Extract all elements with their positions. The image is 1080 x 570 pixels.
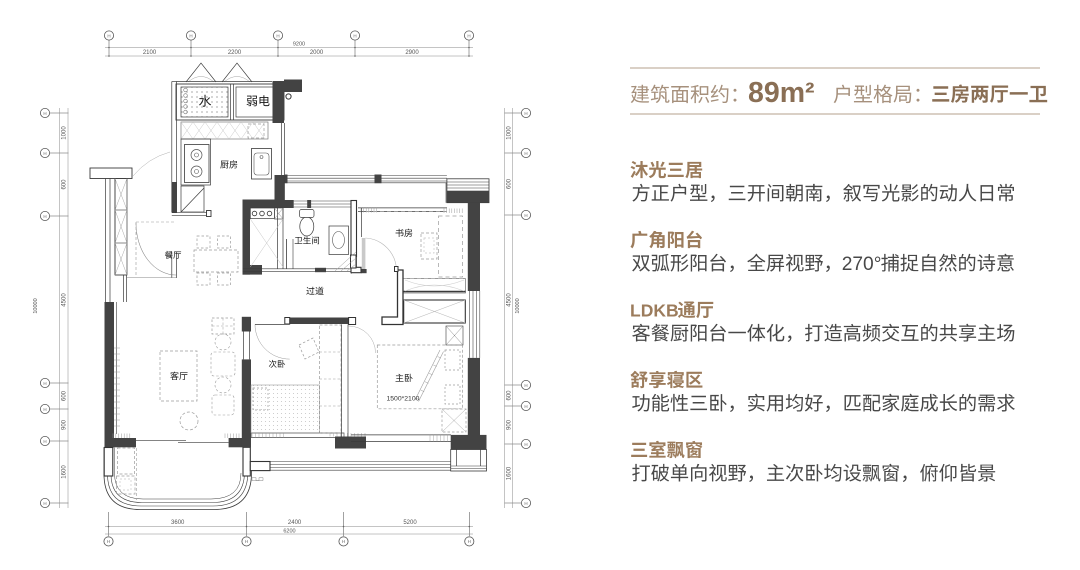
svg-text:H: H [524,111,527,116]
svg-text:900: 900 [62,419,68,430]
svg-text:9200: 9200 [293,42,305,48]
svg-text:H: H [189,33,192,38]
svg-text:H: H [468,539,471,544]
svg-text:H: H [342,539,345,544]
svg-text:H: H [245,539,248,544]
svg-text:89m²: 89m² [748,77,815,109]
svg-text:10000: 10000 [515,298,521,313]
svg-text:H: H [524,151,527,156]
svg-text:900: 900 [507,419,513,430]
svg-text:H: H [43,501,46,506]
svg-text:1000: 1000 [507,126,513,140]
svg-text:4500: 4500 [62,293,68,307]
svg-text:4500: 4500 [507,293,513,307]
svg-text:1500*2100: 1500*2100 [387,396,420,403]
svg-text:H: H [107,539,110,544]
svg-text:2900: 2900 [405,50,419,56]
svg-text:H: H [43,381,46,386]
svg-text:H: H [524,404,527,409]
svg-text:H: H [467,33,470,38]
svg-text:600: 600 [507,390,513,401]
svg-text:2400: 2400 [288,520,302,526]
svg-text:H: H [524,501,527,506]
svg-text:600: 600 [62,390,68,401]
svg-text:270°: 270° [842,254,882,275]
svg-text:600: 600 [62,179,68,190]
svg-text:H: H [43,151,46,156]
svg-text:H: H [353,33,356,38]
svg-text:LDKB: LDKB [630,301,679,321]
svg-text:2000: 2000 [310,50,324,56]
svg-text:H: H [524,442,527,447]
svg-text:10000: 10000 [33,298,39,313]
svg-text:600: 600 [507,178,513,189]
svg-text:H: H [524,383,527,388]
svg-text:H: H [107,33,110,38]
svg-text:H: H [276,33,279,38]
svg-text:1600: 1600 [62,465,68,479]
svg-text:H: H [43,407,46,412]
svg-text:H: H [43,214,46,219]
svg-text:6200: 6200 [283,529,295,535]
svg-text:H: H [43,111,46,116]
svg-text:1600: 1600 [507,466,513,480]
svg-text:5200: 5200 [403,520,417,526]
svg-text:H: H [43,439,46,444]
svg-text:1000: 1000 [62,126,68,140]
svg-text:2100: 2100 [143,50,157,56]
svg-text:2200: 2200 [228,50,242,56]
svg-text:3600: 3600 [171,520,185,526]
svg-text:H: H [524,213,527,218]
